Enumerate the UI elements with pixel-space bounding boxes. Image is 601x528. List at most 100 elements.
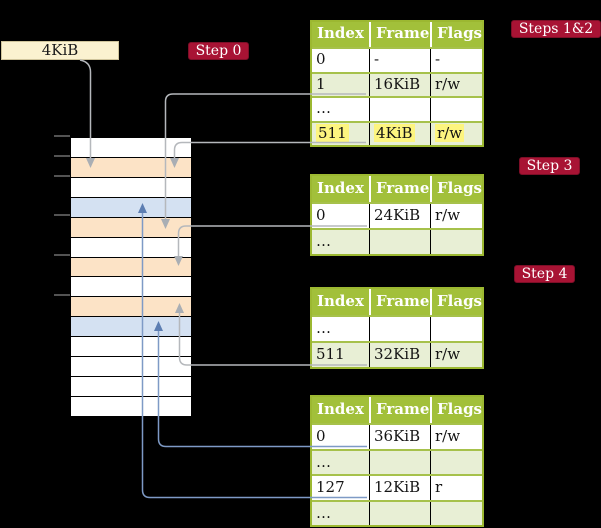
cell-text: r/w	[435, 123, 465, 142]
table-cell	[369, 317, 430, 341]
physical-memory-column	[70, 137, 192, 417]
table-row: …	[312, 448, 482, 474]
memory-frame-row-13-white	[71, 376, 191, 396]
cell-text: 0	[316, 206, 326, 224]
table-cell	[430, 450, 482, 474]
cell-text: 12KiB	[374, 478, 421, 496]
table-cell: …	[312, 230, 369, 254]
table-cell	[430, 98, 482, 121]
cell-text: 32KiB	[374, 345, 421, 363]
table-cell: 511	[312, 123, 369, 146]
table-row: …	[312, 499, 482, 526]
memory-frame-row-12-white	[71, 356, 191, 377]
table-cell: 127	[312, 476, 369, 500]
table-cell: …	[312, 317, 369, 341]
table-row: …	[312, 96, 482, 121]
table-row: …	[312, 315, 482, 341]
cell-text: r/w	[435, 427, 461, 445]
column-header-flags: Flags	[430, 397, 482, 423]
cell-text: -	[374, 50, 380, 68]
table-cell: 24KiB	[369, 204, 430, 228]
table-cell	[369, 450, 430, 474]
cell-text: …	[316, 99, 331, 117]
cell-text: 24KiB	[374, 206, 421, 224]
table-row: 1 16KiB r/w	[312, 71, 482, 97]
memory-frame-row-10-blue	[71, 316, 191, 337]
badge-steps-1-2: Steps 1&2	[511, 20, 601, 38]
cell-text: -	[435, 50, 441, 68]
cell-text: 4KiB	[374, 123, 415, 142]
cell-text: r/w	[435, 206, 461, 224]
table-cell: 32KiB	[369, 343, 430, 367]
table-row: 511 4KiB r/w	[312, 120, 482, 146]
memory-frame-row-7-orange	[71, 256, 191, 277]
cell-text: 0	[316, 50, 326, 68]
cell-text: 16KiB	[374, 74, 421, 93]
cell-text: r/w	[435, 74, 461, 93]
table-cell: -	[369, 49, 430, 72]
memory-frame-row-11-white	[71, 336, 191, 357]
memory-frame-row-9-orange	[71, 296, 191, 317]
table-cell: 0	[312, 425, 369, 449]
column-header-flags: Flags	[430, 22, 482, 47]
table-cell: 12KiB	[369, 476, 430, 500]
cell-text: 36KiB	[374, 427, 421, 445]
table-cell: r/w	[430, 204, 482, 228]
column-header-frame: Frame	[369, 289, 430, 315]
memory-frame-row-14-white	[71, 395, 191, 416]
table-row: 0 - -	[312, 47, 482, 72]
cell-text: …	[316, 319, 331, 337]
cell-text: …	[316, 503, 331, 522]
table-cell: r/w	[430, 425, 482, 449]
cell-text: …	[316, 232, 331, 250]
badge-step-3: Step 3	[519, 157, 580, 175]
column-header-index: Index	[317, 179, 364, 197]
column-header-flags: Flags	[430, 176, 482, 202]
table-row: 511 32KiB r/w	[312, 341, 482, 367]
table-cell: 36KiB	[369, 425, 430, 449]
cell-text: 1	[316, 74, 326, 93]
table-cell: 1	[312, 74, 369, 97]
table-cell: …	[312, 502, 369, 526]
table-cell: r/w	[430, 73, 482, 96]
table-row: 0 36KiB r/w	[312, 423, 482, 449]
memory-frame-row-3-white	[71, 176, 191, 197]
column-header-flags: Flags	[430, 289, 482, 315]
table-cell	[430, 501, 482, 525]
badge-step-0: Step 0	[188, 42, 249, 60]
table-cell	[430, 317, 482, 341]
memory-frame-row-2-orange	[71, 156, 191, 177]
column-header-index: Index	[317, 24, 364, 42]
table-cell: …	[312, 98, 369, 121]
table-cell: 511	[312, 343, 369, 367]
page-size-box: 4KiB	[1, 41, 119, 60]
table-cell	[369, 98, 430, 121]
table-row: 0 24KiB r/w	[312, 202, 482, 228]
table-cell: r/w	[430, 122, 482, 145]
table-cell: r/w	[430, 343, 482, 367]
table-cell: r	[430, 476, 482, 500]
cell-text: 0	[316, 427, 326, 445]
table-row: 127 12KiB r	[312, 474, 482, 500]
column-header-frame: Frame	[369, 22, 430, 47]
table-cell	[369, 501, 430, 525]
table-cell: -	[430, 49, 482, 72]
cell-text: …	[316, 452, 331, 471]
memory-frame-row-6-white	[71, 236, 191, 257]
column-header-frame: Frame	[369, 176, 430, 202]
column-header-frame: Frame	[369, 397, 430, 423]
column-header-index: Index	[317, 292, 364, 310]
memory-frame-row-4-blue	[71, 196, 191, 217]
memory-frame-row-8-white	[71, 276, 191, 297]
table-cell: 16KiB	[369, 73, 430, 96]
cell-text: 511	[316, 345, 345, 363]
cell-text: r	[435, 478, 443, 496]
table-cell: 4KiB	[369, 122, 430, 145]
